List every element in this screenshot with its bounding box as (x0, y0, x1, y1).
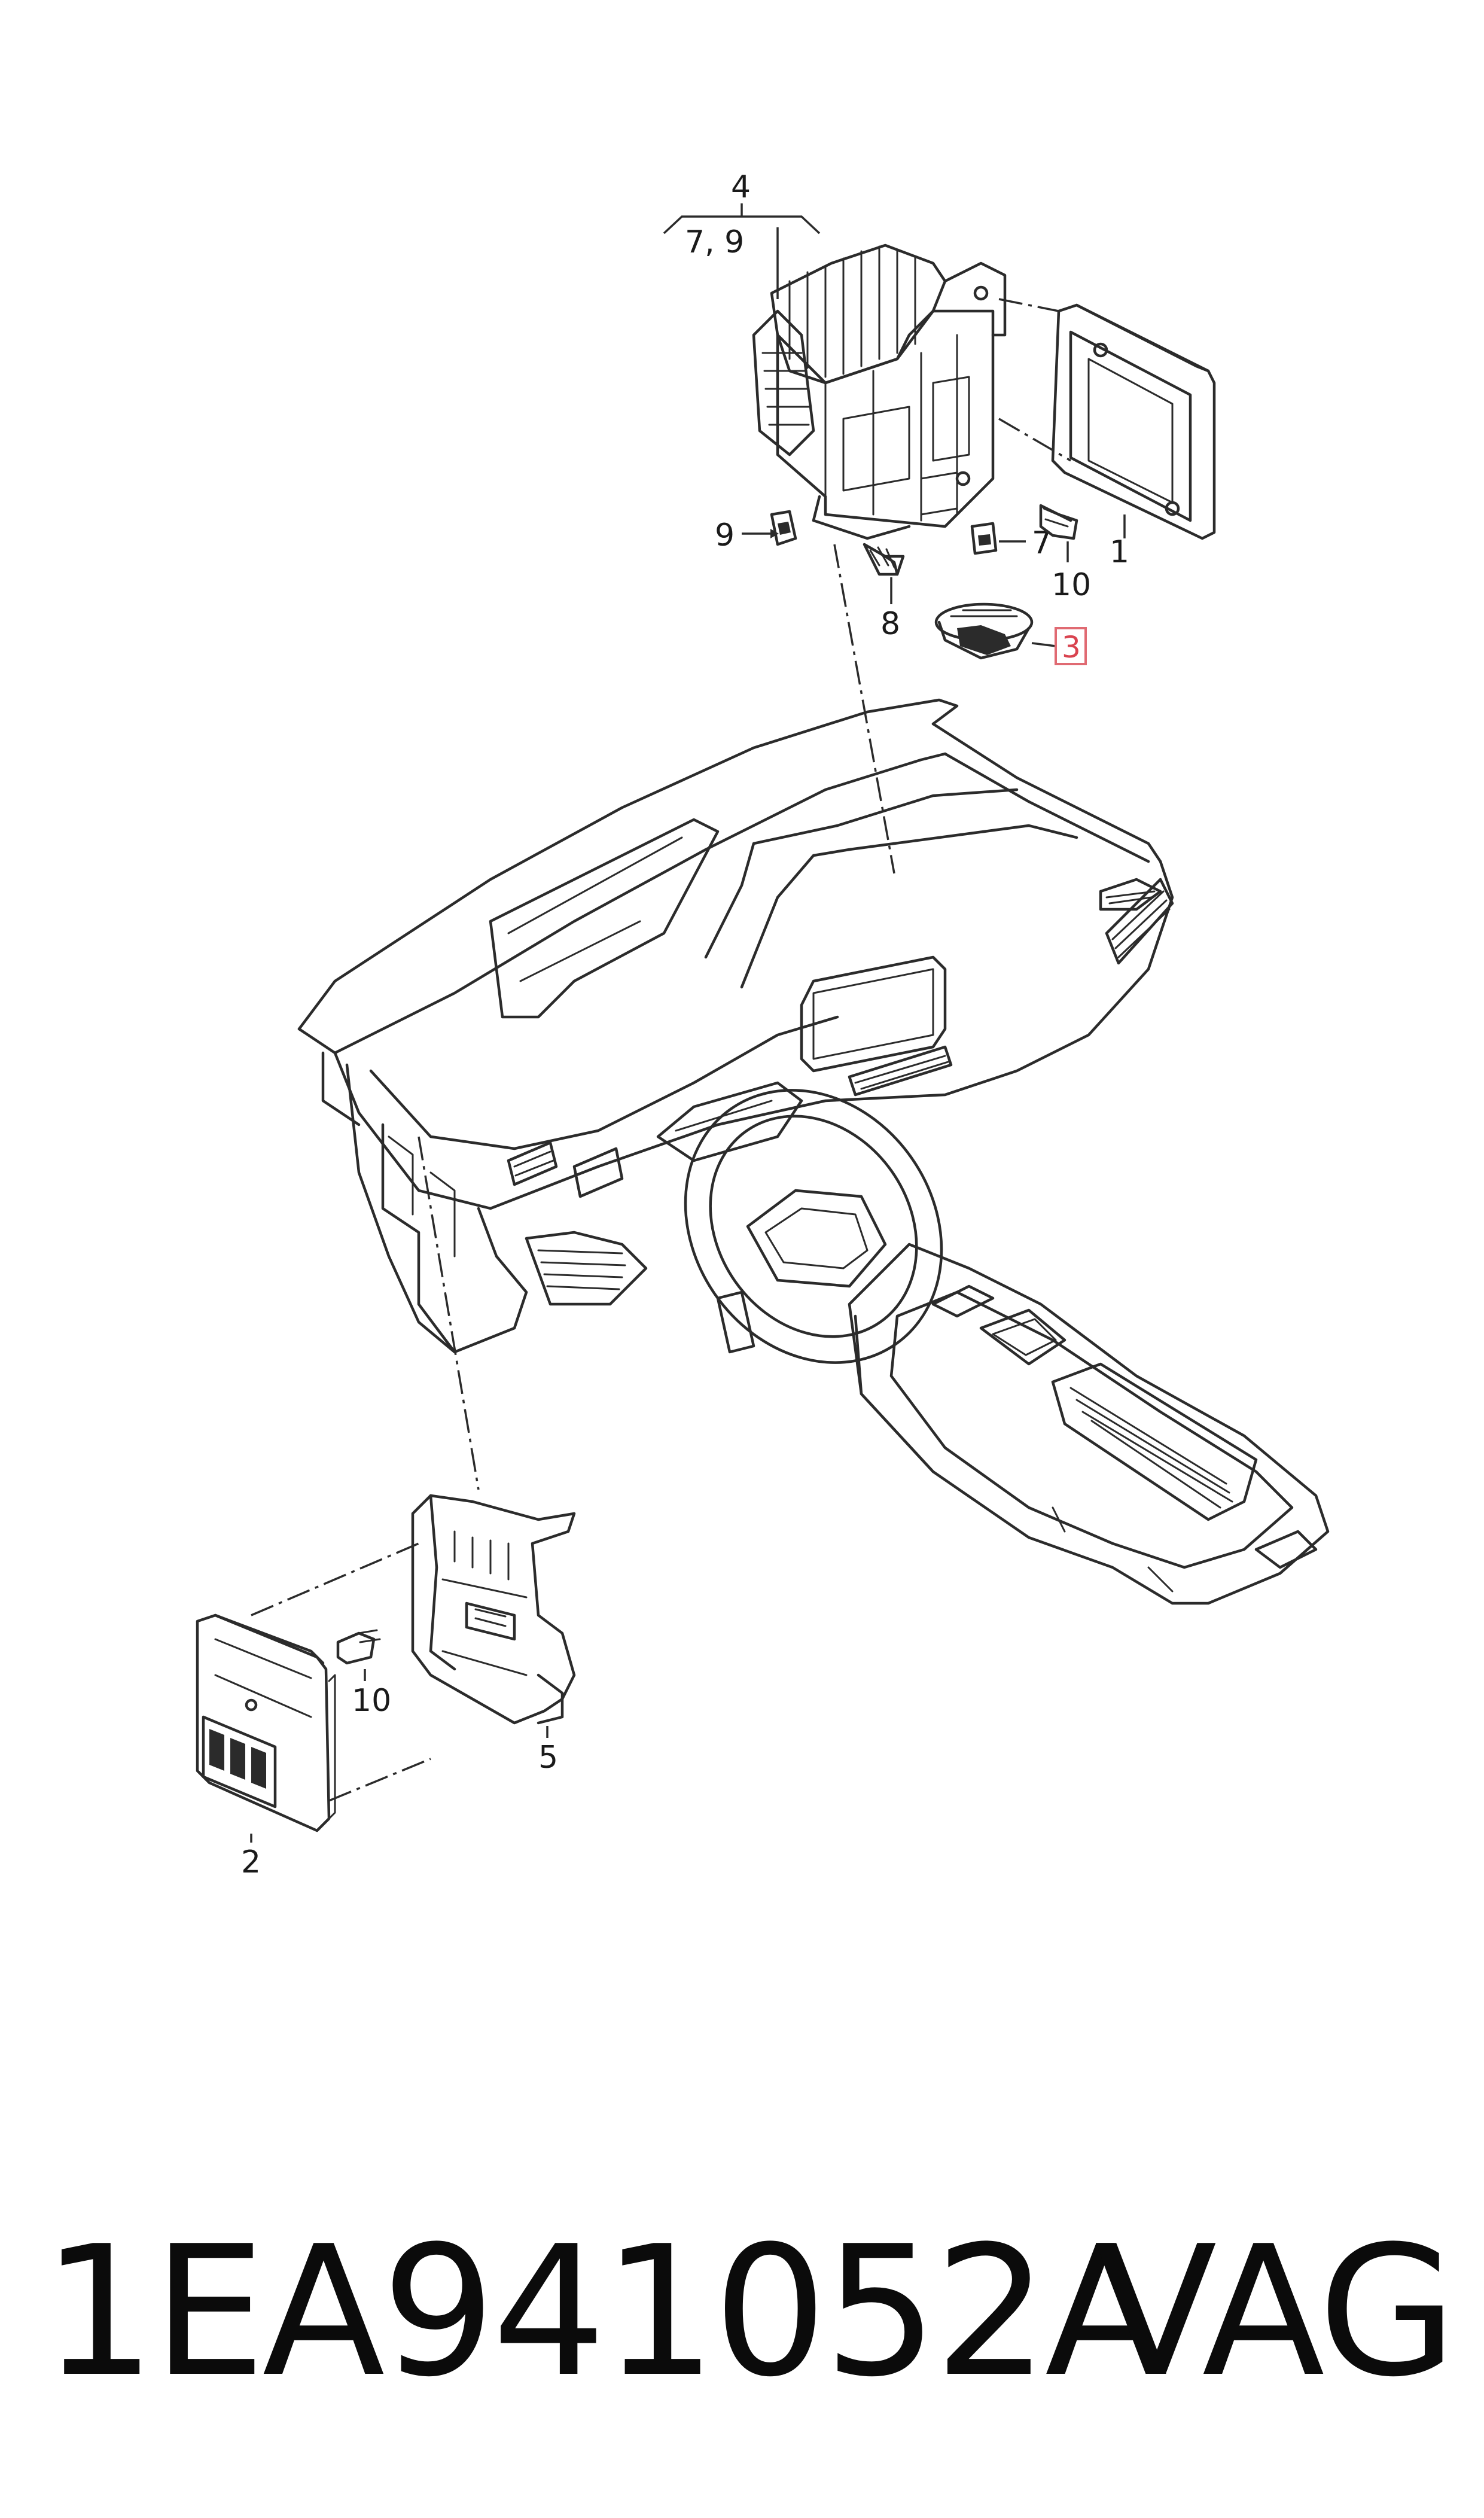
sensor-part-3[interactable] (934, 602, 1034, 660)
label-9: 9 (715, 517, 735, 553)
label-7-9: 7, 9 (685, 224, 744, 260)
label-10-lower: 10 (352, 1683, 391, 1719)
part-number: 1EA941052A (42, 2208, 1168, 2416)
brand-name: VAG (1094, 2208, 1457, 2416)
label-2: 2 (241, 1844, 261, 1880)
bracket-part-5[interactable] (411, 1494, 576, 1725)
control-unit-part-1[interactable] (1051, 303, 1216, 540)
label-5: 5 (538, 1740, 558, 1776)
bracket-housing-part-4[interactable] (752, 243, 1007, 540)
label-4: 4 (731, 169, 751, 205)
dashboard-assembly (297, 698, 1330, 1605)
label-7: 7 (1032, 525, 1052, 561)
footer: 1EA941052A VAG (42, 2208, 1457, 2416)
label-8: 8 (880, 606, 900, 642)
bolt-part-10-upper[interactable] (1039, 504, 1078, 540)
callout-3[interactable]: 3 (1055, 627, 1087, 665)
label-1: 1 (1110, 534, 1129, 570)
label-3: 3 (1062, 630, 1081, 665)
control-unit-part-2[interactable] (196, 1613, 336, 1832)
clip-part-7[interactable] (970, 522, 998, 555)
label-10-upper: 10 (1052, 567, 1091, 603)
clip-part-9[interactable] (770, 510, 797, 546)
label-4-bracket: 4 7, 9 (663, 169, 821, 299)
bolt-part-8[interactable] (863, 543, 905, 576)
bolt-part-10-lower[interactable] (336, 1629, 381, 1665)
